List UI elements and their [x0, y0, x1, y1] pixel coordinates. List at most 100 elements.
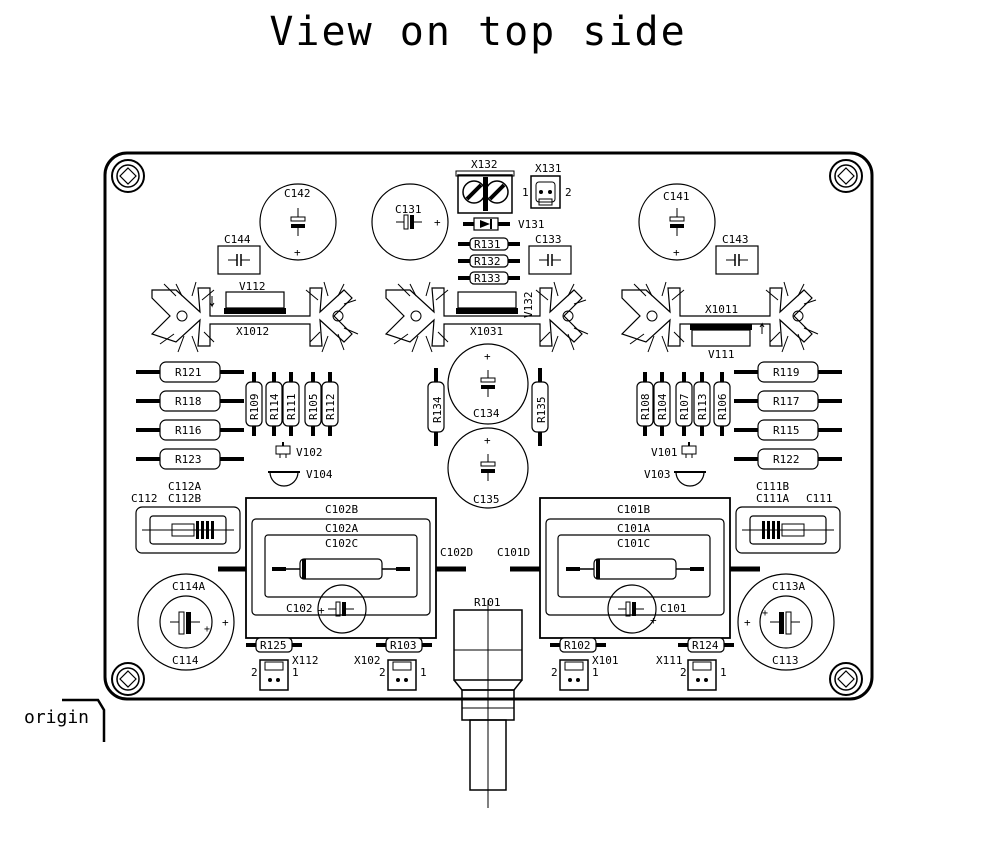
label-c134: C134: [473, 407, 500, 420]
label-r134: R134: [431, 396, 444, 423]
potentiometer-r101: [453, 600, 523, 808]
label-r109: R109: [248, 394, 261, 421]
capacitor-c133: [528, 245, 572, 275]
connector-x102: [387, 659, 417, 691]
resistor-r111: [282, 372, 300, 436]
capacitor-c143: [715, 245, 759, 275]
resistor-r124: [678, 637, 734, 653]
resistor-r108: [636, 372, 654, 436]
label-c133: C133: [535, 233, 562, 246]
label-r105: R105: [307, 394, 320, 421]
x111-pin2: 2: [680, 666, 687, 679]
label-c101: C101: [660, 602, 687, 615]
x102-pin1: 1: [420, 666, 427, 679]
heatsink-x1031: [384, 281, 589, 353]
transistor-v102: [275, 442, 291, 458]
resistor-r132: [458, 254, 520, 268]
mounting-hole-bottom-left: [111, 662, 145, 696]
connector-x101: [559, 659, 589, 691]
resistor-r121: [136, 361, 244, 383]
resistor-r123: [136, 448, 244, 470]
c114a-plus: +: [204, 624, 210, 635]
connector-x112: [259, 659, 289, 691]
resistor-r118: [136, 390, 244, 412]
label-c143: C143: [722, 233, 749, 246]
label-r101: R101: [474, 596, 501, 609]
transistor-v103: [674, 471, 706, 487]
capacitor-c142: [259, 183, 337, 261]
label-r102: R102: [564, 639, 591, 652]
label-r122: R122: [773, 453, 800, 466]
resistor-r109: [245, 372, 263, 436]
label-r133: R133: [474, 272, 501, 285]
label-v131: V131: [518, 218, 545, 231]
label-v132: V132: [522, 292, 535, 319]
resistor-r117: [734, 390, 842, 412]
c135-plus: +: [484, 434, 491, 447]
label-x131: X131: [535, 162, 562, 175]
label-c111b: C111B: [756, 480, 789, 493]
resistor-r116: [136, 419, 244, 441]
x111-pin1: 1: [720, 666, 727, 679]
c141-plus: +: [673, 246, 680, 259]
label-r123: R123: [175, 453, 202, 466]
label-r118: R118: [175, 395, 202, 408]
label-c144: C144: [224, 233, 251, 246]
label-r115: R115: [773, 424, 800, 437]
label-r107: R107: [678, 394, 691, 421]
label-r131: R131: [474, 238, 501, 251]
capacitor-c141: [638, 183, 716, 261]
label-r124: R124: [692, 639, 719, 652]
label-c101a: C101A: [617, 522, 650, 535]
label-c101d: C101D: [497, 546, 530, 559]
resistor-r104: [653, 372, 671, 436]
resistor-r114: [265, 372, 283, 436]
origin-label: origin: [24, 707, 89, 728]
label-c113a: C113A: [772, 580, 805, 593]
label-x101: X101: [592, 654, 619, 667]
label-c111: C111: [806, 492, 833, 505]
resistor-r131: [458, 237, 520, 251]
mounting-hole-bottom-right: [829, 662, 863, 696]
c101-plus: +: [650, 614, 657, 627]
label-c114: C114: [172, 654, 199, 667]
label-c112a: C112A: [168, 480, 201, 493]
label-r108: R108: [639, 394, 652, 421]
label-c102c: C102C: [325, 537, 358, 550]
label-c142: C142: [284, 187, 311, 200]
label-v102: V102: [296, 446, 323, 459]
mounting-hole-top-left: [111, 159, 145, 193]
label-x1031: X1031: [470, 325, 503, 338]
resistor-r106: [713, 372, 731, 436]
label-r121: R121: [175, 366, 202, 379]
label-c102b: C102B: [325, 503, 358, 516]
label-v104: V104: [306, 468, 333, 481]
c113-plus: +: [744, 616, 751, 629]
label-r132: R132: [474, 255, 501, 268]
resistor-r112: [321, 372, 339, 436]
connector-x111: [687, 659, 717, 691]
label-c114a: C114A: [172, 580, 205, 593]
resistor-r133: [458, 271, 520, 285]
resistor-r115: [734, 419, 842, 441]
resistor-r135: [531, 368, 549, 446]
capacitor-c111: [735, 506, 841, 554]
label-r111: R111: [285, 394, 298, 421]
label-x112: X112: [292, 654, 319, 667]
capacitor-c112: [135, 506, 241, 554]
label-r113: R113: [696, 394, 709, 421]
capacitor-c114: [137, 573, 235, 671]
label-c111a: C111A: [756, 492, 789, 505]
label-r103: R103: [390, 639, 417, 652]
diode-v131: [463, 217, 510, 231]
resistor-r125: [246, 637, 302, 653]
c114-plus: +: [222, 616, 229, 629]
capacitor-c131: [371, 183, 449, 261]
capacitor-c144: [217, 245, 261, 275]
origin-marker: [62, 698, 106, 742]
resistor-r105: [304, 372, 322, 436]
mounting-hole-top-right: [829, 159, 863, 193]
label-c113: C113: [772, 654, 799, 667]
label-r135: R135: [535, 397, 548, 424]
